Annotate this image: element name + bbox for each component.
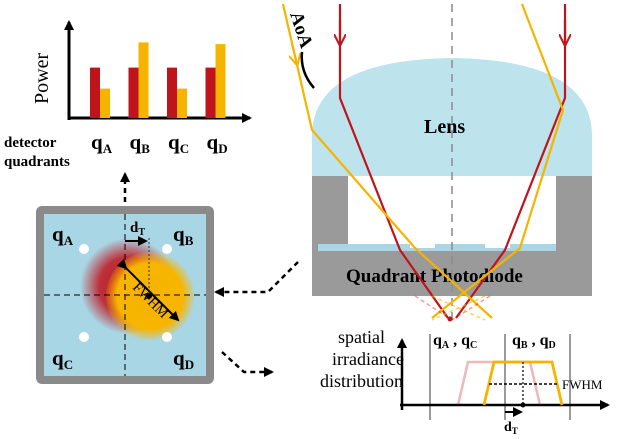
photodiode-gap-left bbox=[410, 244, 435, 248]
bar-qB-series1 bbox=[128, 67, 139, 118]
detector-dot bbox=[162, 244, 172, 254]
irradiance-right-pair: qB , qD bbox=[512, 332, 556, 351]
power-bar-chart: Power qA qB qC qD detector quadrants bbox=[4, 20, 252, 170]
irradiance-fwhm-label: FWHM bbox=[562, 377, 603, 392]
bar-qB-series2 bbox=[138, 42, 149, 118]
photodiode-to-detector-arrow bbox=[214, 261, 299, 297]
bar-qD-series2 bbox=[215, 44, 226, 118]
tick-label-qa: qA bbox=[91, 130, 113, 156]
fwhm-arrow bbox=[116, 258, 180, 322]
irradiance-center-dot bbox=[520, 402, 526, 408]
irradiance-left-pair: qA , qC bbox=[433, 332, 477, 351]
bar-qC-series1 bbox=[167, 67, 177, 118]
quadrant-detector: dT FWHM qA qB qC qD bbox=[36, 206, 214, 384]
irradiance-title-line2: irradiance bbox=[332, 349, 404, 369]
detector-offset-label: dT bbox=[130, 220, 145, 238]
chart-tick-labels: qA qB qC qD bbox=[91, 130, 228, 156]
detector-dot bbox=[79, 332, 89, 342]
aoa-label: AoA bbox=[285, 9, 316, 51]
quadrant-label-c: qC bbox=[52, 346, 73, 372]
ray-extension bbox=[431, 295, 486, 321]
chart-bars bbox=[90, 42, 226, 118]
yellow-ray-right bbox=[431, 3, 565, 319]
focus-point bbox=[447, 316, 453, 322]
detector-to-irradiance-arrow bbox=[221, 351, 274, 377]
housing bbox=[312, 176, 592, 296]
ray-extension bbox=[414, 295, 453, 321]
tick-label-qb: qB bbox=[130, 130, 151, 156]
chart-x-label-line1: detector bbox=[4, 135, 57, 151]
tick-label-qd: qD bbox=[207, 130, 228, 156]
yellow-ray-arrow bbox=[292, 43, 296, 60]
irradiance-title-line1: spatial bbox=[338, 327, 385, 347]
bar-qD-series1 bbox=[205, 67, 216, 118]
photodiode-gap-right bbox=[485, 244, 510, 248]
tick-label-qc: qC bbox=[168, 130, 189, 156]
bar-qA-series1 bbox=[90, 67, 100, 118]
chart-x-label-line2: quadrants bbox=[4, 154, 70, 170]
photodiode-label: Quadrant Photodiode bbox=[346, 266, 523, 287]
quadrant-label-b: qB bbox=[173, 222, 194, 248]
red-ray-right bbox=[455, 4, 567, 319]
detector-dot bbox=[162, 332, 172, 342]
quadrant-label-d: qD bbox=[173, 346, 194, 372]
aoa-arc bbox=[300, 51, 315, 89]
irradiance-plot: spatial irradiance distribution qA , qC … bbox=[320, 327, 610, 436]
irradiance-title-line3: distribution bbox=[320, 371, 403, 391]
detector-dot bbox=[79, 244, 89, 254]
irradiance-offset-label: dT bbox=[504, 420, 518, 436]
quadrant-label-a: qA bbox=[52, 222, 74, 248]
photodiode-chip bbox=[318, 244, 556, 251]
chart-y-label: Power bbox=[31, 53, 53, 104]
optics-assembly: Lens Quadrant Photodiode AoA bbox=[281, 3, 592, 324]
ray-extension bbox=[451, 295, 491, 321]
red-ray-left bbox=[338, 4, 449, 319]
bar-qA-series2 bbox=[100, 88, 110, 118]
lens-label: Lens bbox=[424, 116, 465, 138]
bar-qC-series2 bbox=[177, 88, 187, 118]
